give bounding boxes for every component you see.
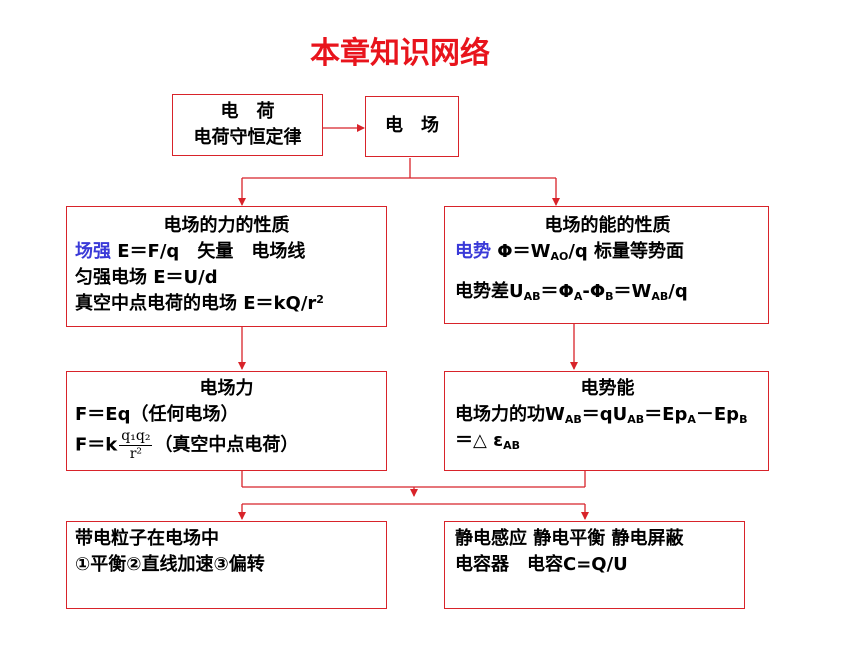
electric-force-heading: 电场力 — [199, 378, 254, 399]
work-line: 电场力的功WAB＝qUAB＝EpA－EpB — [455, 404, 748, 426]
potential-term: 电势 — [455, 241, 491, 262]
uniform-field-line: 匀强电场 E＝U/d — [75, 267, 218, 288]
motion-types-line: ①平衡②直线加速③偏转 — [75, 554, 265, 575]
force-properties-heading: 电场的力的性质 — [163, 215, 290, 236]
point-charge-field-line: 真空中点电荷的电场 E＝kQ/r2 — [75, 291, 378, 317]
force-properties-box: 电场的力的性质 场强 E＝F/q 矢量 电场线 匀强电场 E＝U/d 真空中点电… — [66, 206, 387, 327]
energy-properties-box: 电场的能的性质 电势 Φ＝WAO/q 标量等势面 电势差UAB＝ΦA-ΦB＝WA… — [444, 206, 769, 324]
charged-particle-line: 带电粒子在电场中 — [75, 528, 219, 549]
charged-particle-box: 带电粒子在电场中 ①平衡②直线加速③偏转 — [66, 521, 387, 609]
point-charge-formula: 真空中点电荷的电场 E＝kQ/r — [75, 293, 317, 314]
potential-energy-box: 电势能 电场力的功WAB＝qUAB＝EpA－EpB ＝△ εAB — [444, 371, 769, 471]
electric-force-general-line: F＝Eq（任何电场） — [75, 404, 239, 425]
field-strength-term: 场强 — [75, 241, 111, 262]
page-title: 本章知识网络 — [310, 36, 490, 71]
field-box: 电 场 — [365, 96, 459, 157]
charge-label: 电 荷 — [220, 101, 275, 122]
potential-line: 电势 Φ＝WAO/q 标量等势面 — [455, 241, 685, 263]
point-charge-exponent: 2 — [316, 293, 324, 306]
energy-change-line: ＝△ εAB — [455, 430, 521, 452]
energy-properties-heading: 电场的能的性质 — [544, 215, 671, 236]
field-strength-line: 场强 E＝F/q 矢量 电场线 — [75, 239, 378, 265]
charge-box: 电 荷 电荷守恒定律 — [172, 94, 323, 156]
charge-conservation-label: 电荷守恒定律 — [193, 127, 302, 148]
field-strength-formula: E＝F/q 矢量 电场线 — [111, 241, 306, 262]
field-label: 电 场 — [385, 115, 439, 136]
electrostatics-line: 静电感应 静电平衡 静电屏蔽 — [455, 528, 684, 549]
potential-difference-line: 电势差UAB＝ΦA-ΦB＝WAB/q — [455, 281, 688, 303]
capacitor-line: 电容器 电容C=Q/U — [455, 554, 628, 575]
electrostatics-box: 静电感应 静电平衡 静电屏蔽 电容器 电容C=Q/U — [444, 521, 745, 609]
potential-energy-heading: 电势能 — [580, 378, 635, 399]
